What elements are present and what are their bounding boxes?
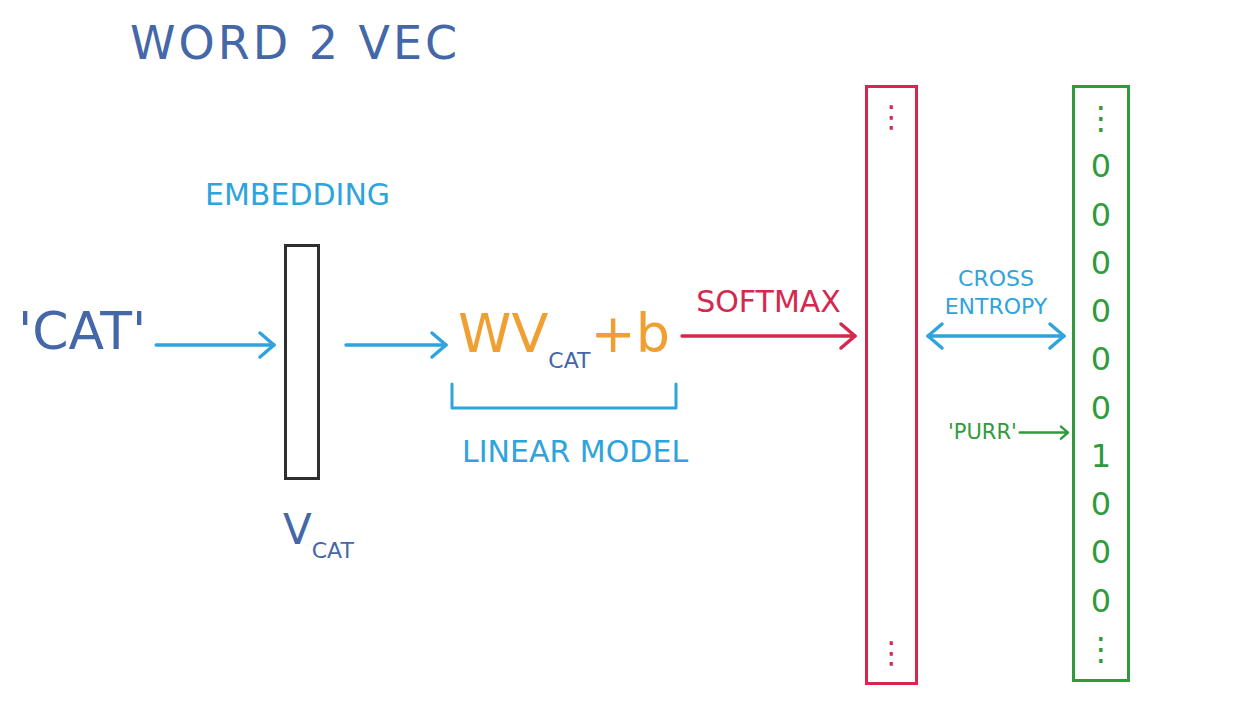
embedding-vector: EMBEDDINGVCAT bbox=[284, 244, 320, 480]
connector-line bbox=[682, 334, 855, 338]
vector-entry: ⋮ bbox=[1085, 633, 1117, 665]
arrow-head bbox=[841, 324, 855, 348]
linear-model: WVCAT+bLINEAR MODEL bbox=[458, 302, 670, 374]
ellipsis-mark: ⋮ bbox=[877, 638, 907, 668]
weight-symbol: W bbox=[458, 302, 511, 365]
connector bbox=[346, 345, 446, 346]
vector-entry: 0 bbox=[1091, 150, 1111, 182]
input-word-text: 'CAT' bbox=[18, 300, 146, 362]
leader-line bbox=[1020, 427, 1068, 439]
linear-model-bracket bbox=[452, 384, 676, 408]
vector-name: VCAT bbox=[283, 509, 354, 562]
formula-row: WVCAT+b bbox=[458, 302, 670, 374]
diagram-title: WORD 2 VEC bbox=[130, 16, 460, 71]
vector-entry: 0 bbox=[1091, 343, 1111, 375]
linear-model-label: LINEAR MODEL bbox=[462, 434, 688, 470]
connector bbox=[928, 336, 1064, 337]
vector-entry: 0 bbox=[1091, 536, 1111, 568]
vector-symbol: V bbox=[511, 302, 548, 365]
vector-entry: ⋮ bbox=[1085, 102, 1117, 134]
edge-label: SOFTMAX bbox=[694, 283, 843, 321]
vector-entry: 0 bbox=[1091, 585, 1111, 617]
arrow-head bbox=[1050, 324, 1064, 348]
one-hot-target-vector: ⋮ 0 0 0 0 0 0 1 0 0 0 ⋮ bbox=[1072, 85, 1130, 682]
vector-entry: 0 bbox=[1091, 247, 1111, 279]
vector-symbol: V bbox=[283, 505, 312, 554]
arrow-head bbox=[432, 333, 446, 357]
connector-line bbox=[928, 334, 1064, 338]
embedding-heading: EMBEDDING bbox=[205, 177, 390, 213]
connector bbox=[156, 345, 274, 346]
vector-entry: 0 bbox=[1091, 392, 1111, 424]
target-word-label: 'PURR' bbox=[948, 420, 1017, 445]
connector-line bbox=[156, 343, 274, 347]
vector-entry: 0 bbox=[1091, 199, 1111, 231]
bias-term: +b bbox=[591, 302, 671, 365]
connector bbox=[682, 336, 855, 337]
vector-subscript: CAT bbox=[312, 538, 354, 563]
vector-entry: 0 bbox=[1091, 295, 1111, 327]
softmax-output-vector: ⋮⋮ bbox=[865, 85, 918, 685]
arrow-head bbox=[260, 333, 274, 357]
edge-label: CROSS ENTROPY bbox=[926, 265, 1066, 320]
vector-entry: 0 bbox=[1091, 488, 1111, 520]
ellipsis-mark: ⋮ bbox=[877, 102, 907, 132]
input-word: 'CAT' bbox=[18, 300, 146, 362]
connector-line bbox=[346, 343, 446, 347]
vector-subscript: CAT bbox=[548, 348, 590, 373]
arrow-head bbox=[928, 324, 942, 348]
vector-entry: 1 bbox=[1091, 440, 1111, 472]
